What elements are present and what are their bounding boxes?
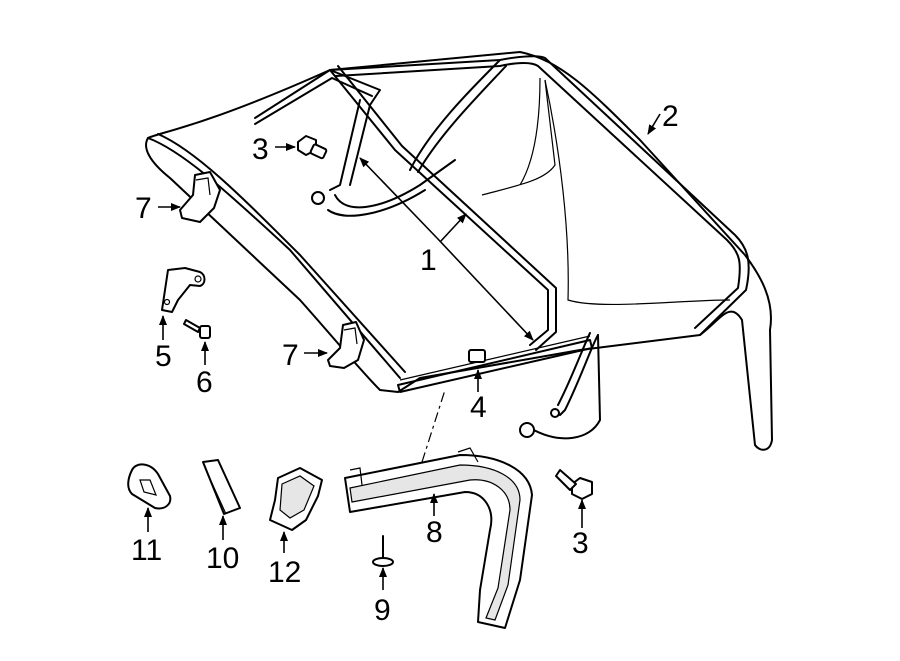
callout-9: 9 — [374, 594, 391, 627]
window-frame-bow — [329, 55, 750, 336]
bolt-3-lower — [555, 469, 593, 500]
part-4-clip — [468, 349, 486, 363]
callout-3-lower: 3 — [572, 527, 589, 560]
hinge-right-7 — [327, 321, 365, 369]
callout-8: 8 — [426, 516, 443, 549]
screw-6 — [183, 319, 211, 339]
callout-11: 11 — [131, 534, 162, 567]
callout-12: 12 — [268, 556, 301, 589]
pad-10 — [202, 459, 241, 515]
top-bow-assembly — [254, 65, 601, 440]
hinge-left-7 — [179, 171, 221, 223]
callout-10: 10 — [206, 542, 239, 575]
callout-6: 6 — [196, 366, 213, 399]
bracket-12 — [269, 467, 323, 531]
weatherstrip-8 — [344, 389, 533, 629]
callout-3-upper: 3 — [252, 133, 269, 166]
callout-7-left: 7 — [135, 192, 152, 225]
callout-1: 1 — [420, 244, 437, 277]
callout-4: 4 — [470, 391, 487, 424]
leader-lines — [144, 113, 661, 590]
bracket-5 — [161, 267, 206, 313]
callout-2: 2 — [662, 100, 679, 133]
callout-7-right: 7 — [282, 339, 299, 372]
pin-9 — [372, 535, 394, 567]
bolt-3-upper — [297, 135, 328, 160]
callout-5: 5 — [155, 340, 172, 373]
bumper-11 — [127, 463, 172, 510]
